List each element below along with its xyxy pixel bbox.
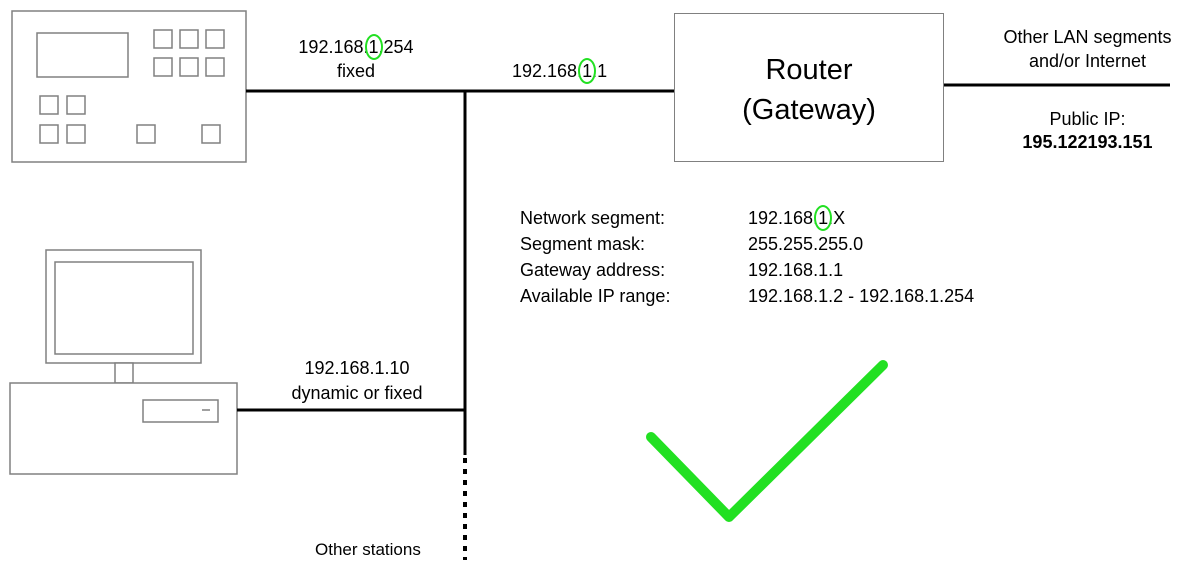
router-subtitle: (Gateway): [742, 94, 876, 126]
computer-icon: [9, 249, 238, 475]
gateway-ip-label: 192.168.1.1: [512, 58, 608, 84]
router-box: Router (Gateway): [674, 13, 944, 162]
panel-ip-mode: fixed: [336, 61, 376, 81]
check-mark-icon: [646, 360, 888, 522]
wan-label-line2: and/or Internet: [1028, 51, 1147, 71]
pc-ip-label: 192.168.1.10: [304, 358, 410, 378]
public-ip-value: 195.122193.151: [1022, 132, 1153, 152]
public-ip-label: Public IP:: [1049, 109, 1126, 129]
pc-ip-mode: dynamic or fixed: [291, 383, 423, 403]
panel-ip-label: 192.168.1.254: [298, 34, 414, 60]
highlight-octet: 1: [364, 34, 383, 60]
router-title: Router: [765, 54, 853, 86]
network-lines: [237, 83, 1170, 560]
wan-label-line1: Other LAN segments: [1003, 27, 1172, 47]
highlight-octet: 1: [814, 205, 833, 231]
highlight-octet: 1: [578, 58, 597, 84]
other-stations-label: Other stations: [315, 540, 421, 559]
network-device-icon: [11, 10, 247, 163]
